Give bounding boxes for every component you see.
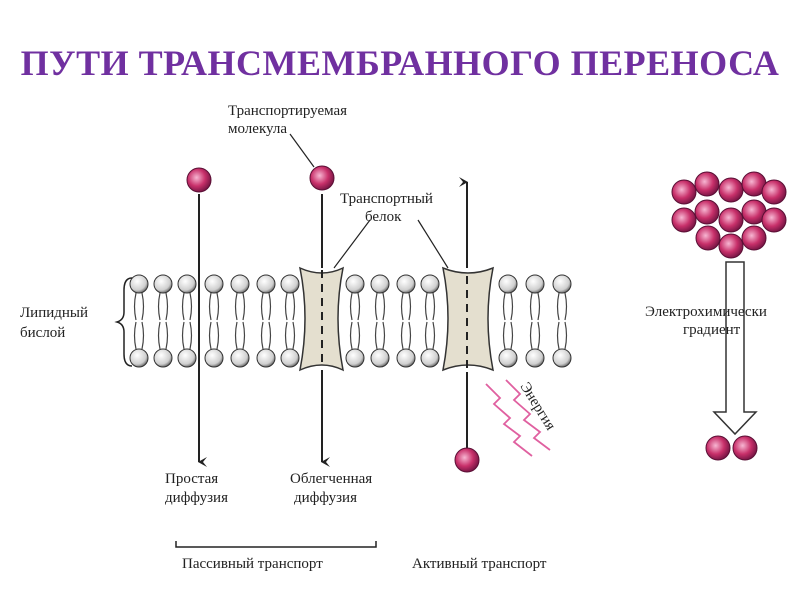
molecule-simple — [186, 167, 212, 193]
lipid-molecule — [498, 274, 518, 321]
lipid-molecule — [345, 321, 365, 368]
lipid-molecule — [230, 321, 250, 368]
lipid-molecule — [256, 321, 276, 368]
lipid-molecule — [177, 274, 197, 321]
molecule-bottom-2 — [732, 435, 758, 461]
active-transport-label: Активный транспорт — [412, 556, 547, 572]
lipid-molecule — [129, 321, 149, 368]
page-title: ПУТИ ТРАНСМЕМБРАННОГО ПЕРЕНОСА — [20, 43, 780, 83]
lipid-molecule — [256, 274, 276, 321]
facilitated-diffusion-label: Облегченная диффузия — [290, 471, 376, 506]
lipid-molecule — [552, 274, 572, 321]
lipid-molecule — [129, 274, 149, 321]
cluster-molecule — [694, 171, 720, 197]
lipid-molecule — [345, 274, 365, 321]
lipid-molecule — [525, 274, 545, 321]
bilayer-bracket — [114, 277, 133, 367]
lipid-molecule — [525, 321, 545, 368]
cluster-molecule — [718, 207, 744, 233]
lipid-molecule — [177, 321, 197, 368]
cluster-molecule — [695, 225, 721, 251]
energy-squiggle-2 — [505, 379, 551, 451]
molecule-cluster — [671, 171, 787, 259]
protein-pointer-line-1 — [333, 219, 371, 269]
lipid-bilayer-label: Липидный бислой — [20, 305, 92, 341]
lipid-molecule — [204, 321, 224, 368]
molecule-active — [454, 447, 480, 473]
lipid-molecule — [396, 321, 416, 368]
cluster-molecule — [761, 207, 787, 233]
cluster-molecule — [718, 177, 744, 203]
lipid-bilayer — [129, 274, 572, 368]
protein-pointer-line-2 — [417, 219, 449, 269]
lipid-molecule — [420, 274, 440, 321]
energy-label: Энергия — [517, 380, 559, 434]
lipid-molecule — [498, 321, 518, 368]
electrochemical-gradient-label: Электрохимически градиент — [645, 304, 771, 338]
lipid-molecule — [153, 274, 173, 321]
energy-squiggle — [485, 383, 533, 457]
lipid-molecule — [420, 321, 440, 368]
lipid-molecule — [204, 274, 224, 321]
cluster-molecule — [718, 233, 744, 259]
lipid-molecule — [396, 274, 416, 321]
cluster-molecule — [761, 179, 787, 205]
lipid-molecule — [370, 321, 390, 368]
gradient-arrow — [712, 261, 758, 436]
lipid-molecule — [280, 321, 300, 368]
transport-protein-label: Транспортный белок — [340, 191, 437, 225]
passive-bracket — [175, 541, 377, 548]
lipid-molecule — [370, 274, 390, 321]
molecule-facilitated — [309, 165, 335, 191]
molecule-pointer-line — [289, 133, 315, 168]
transported-molecule-label: Транспортируемая молекула — [228, 103, 351, 137]
lipid-molecule — [153, 321, 173, 368]
cluster-molecule — [741, 225, 767, 251]
lipid-molecule — [230, 274, 250, 321]
lipid-molecule — [280, 274, 300, 321]
cluster-molecule — [694, 199, 720, 225]
cluster-molecule — [671, 207, 697, 233]
cluster-molecule — [671, 179, 697, 205]
lipid-molecule — [552, 321, 572, 368]
simple-diffusion-label: Простая диффузия — [165, 471, 228, 506]
molecule-bottom-1 — [705, 435, 731, 461]
passive-transport-label: Пассивный транспорт — [182, 556, 323, 572]
